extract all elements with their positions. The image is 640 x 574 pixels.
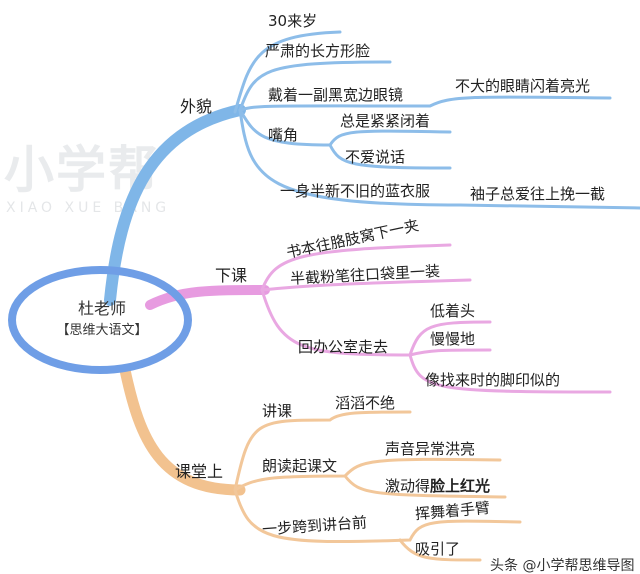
node-glasses: 戴着一副黑宽边眼镜 [268, 86, 404, 104]
center-subtitle: 【思维大语文】 [56, 323, 148, 338]
center-node: 杜老师 【思维大语文】 [52, 295, 152, 338]
center-ellipse [8, 266, 192, 374]
node-footprint: 像找来时的脚印似的 [425, 371, 561, 389]
branch-after-class [145, 285, 270, 310]
node-mouth: 嘴角 [268, 126, 299, 144]
node-appearance: 外貌 [180, 97, 213, 116]
node-head-down: 低着头 [430, 302, 476, 320]
node-in-class: 课堂上 [175, 462, 224, 481]
node-eyes: 不大的眼睛闪着亮光 [455, 77, 591, 95]
node-face: 严肃的长方形脸 [265, 42, 371, 60]
node-loud: 声音异常洪亮 [385, 440, 476, 458]
credit-watermark: 头条 @小学帮思维导图 [490, 558, 635, 574]
branch-in-class [119, 364, 246, 496]
node-mouth-closed: 总是紧紧闭着 [340, 112, 431, 130]
node-excited: 激动得脸上红光 [385, 475, 490, 496]
node-quiet: 不爱说话 [345, 148, 406, 166]
node-age: 30来岁 [268, 12, 318, 30]
node-slowly: 慢慢地 [430, 330, 476, 348]
node-clothes: 一身半新不旧的蓝衣服 [280, 182, 431, 200]
node-office: 回办公室走去 [298, 338, 389, 356]
node-after-class: 下课 [215, 266, 248, 285]
node-sleeves: 袖子总爱往上挽一截 [470, 185, 606, 203]
node-read: 朗读起课文 [262, 457, 338, 475]
node-lecture: 讲课 [262, 402, 293, 420]
node-red-face: 脸上红光 [430, 477, 491, 495]
center-title: 杜老师 [77, 299, 126, 318]
node-fluent: 滔滔不绝 [335, 394, 396, 412]
node-excited-text: 激动得 [385, 477, 431, 495]
node-attract: 吸引了 [415, 540, 461, 558]
branch-appearance [104, 104, 246, 306]
